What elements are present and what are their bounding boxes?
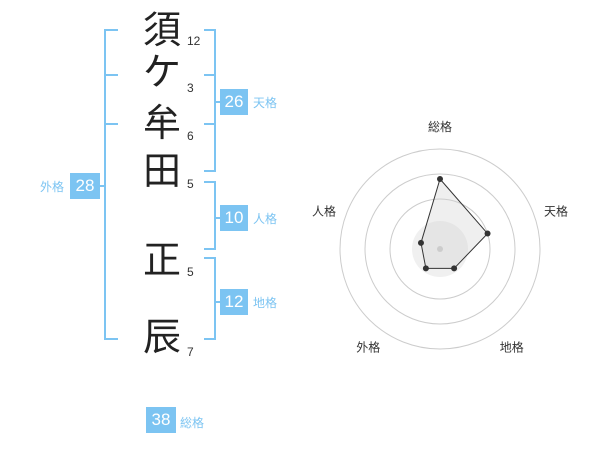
bracket-tick <box>104 29 118 31</box>
tenkaku-label: 天格 <box>253 96 278 110</box>
radar-data-point <box>437 176 443 182</box>
radar-data-point <box>484 230 491 237</box>
name-char-4: 田 <box>142 149 181 193</box>
chikaku-bracket-line <box>214 257 216 340</box>
bracket-tick <box>204 338 216 340</box>
name-char-3: 牟 <box>142 101 181 145</box>
gaikaku-bracket-line <box>104 29 106 340</box>
name-char-1: 須 <box>142 8 181 52</box>
bracket-tick <box>204 170 216 172</box>
soukaku-label: 総格 <box>180 416 205 430</box>
radar-ring <box>364 173 516 325</box>
bracket-tick <box>104 74 118 76</box>
radar-data-point <box>422 265 429 272</box>
soukaku-value: 38 <box>146 407 176 433</box>
bracket-tick <box>204 181 216 183</box>
radar-data-point <box>417 239 424 246</box>
chikaku-label: 地格 <box>253 296 278 310</box>
stroke-count-6: 7 <box>187 345 194 359</box>
radar-data-point <box>451 265 458 272</box>
stroke-count-5: 5 <box>187 265 194 279</box>
radar-axis-label: 人格 <box>312 203 336 218</box>
gaikaku-value: 28 <box>70 173 100 199</box>
radar-axis-label: 総格 <box>428 119 452 134</box>
bracket-tick <box>204 74 216 76</box>
jinkaku-label: 人格 <box>253 212 278 226</box>
radar-ring <box>339 148 541 350</box>
bracket-tick <box>204 29 216 31</box>
stroke-count-1: 12 <box>187 34 201 48</box>
chikaku-value: 12 <box>220 289 248 315</box>
stroke-count-4: 5 <box>187 177 194 191</box>
stroke-count-2: 3 <box>187 81 194 95</box>
bracket-connector <box>98 185 106 187</box>
tenkaku-bracket-line <box>214 29 216 172</box>
radar-data-polygon <box>420 177 489 269</box>
bracket-tick <box>104 123 118 125</box>
radar-axis-label: 外格 <box>356 340 380 355</box>
radar-ring <box>389 198 491 300</box>
jinkaku-value: 10 <box>220 205 248 231</box>
radar-axis-label: 天格 <box>544 203 568 218</box>
radar-center-dot <box>437 246 443 252</box>
name-char-2: ケ <box>142 50 181 94</box>
name-char-5: 正 <box>142 238 181 282</box>
bracket-tick <box>204 248 216 250</box>
bracket-connector <box>214 101 220 103</box>
jinkaku-bracket-line <box>214 181 216 250</box>
gaikaku-label: 外格 <box>40 180 65 194</box>
bracket-tick <box>104 338 118 340</box>
bracket-tick <box>204 257 216 259</box>
bracket-connector <box>214 301 220 303</box>
stroke-count-3: 6 <box>187 129 194 143</box>
bracket-tick <box>204 123 216 125</box>
tenkaku-value: 26 <box>220 89 248 115</box>
radar-axis-label: 地格 <box>500 340 524 355</box>
name-char-6: 辰 <box>142 315 181 359</box>
bracket-connector <box>214 217 220 219</box>
